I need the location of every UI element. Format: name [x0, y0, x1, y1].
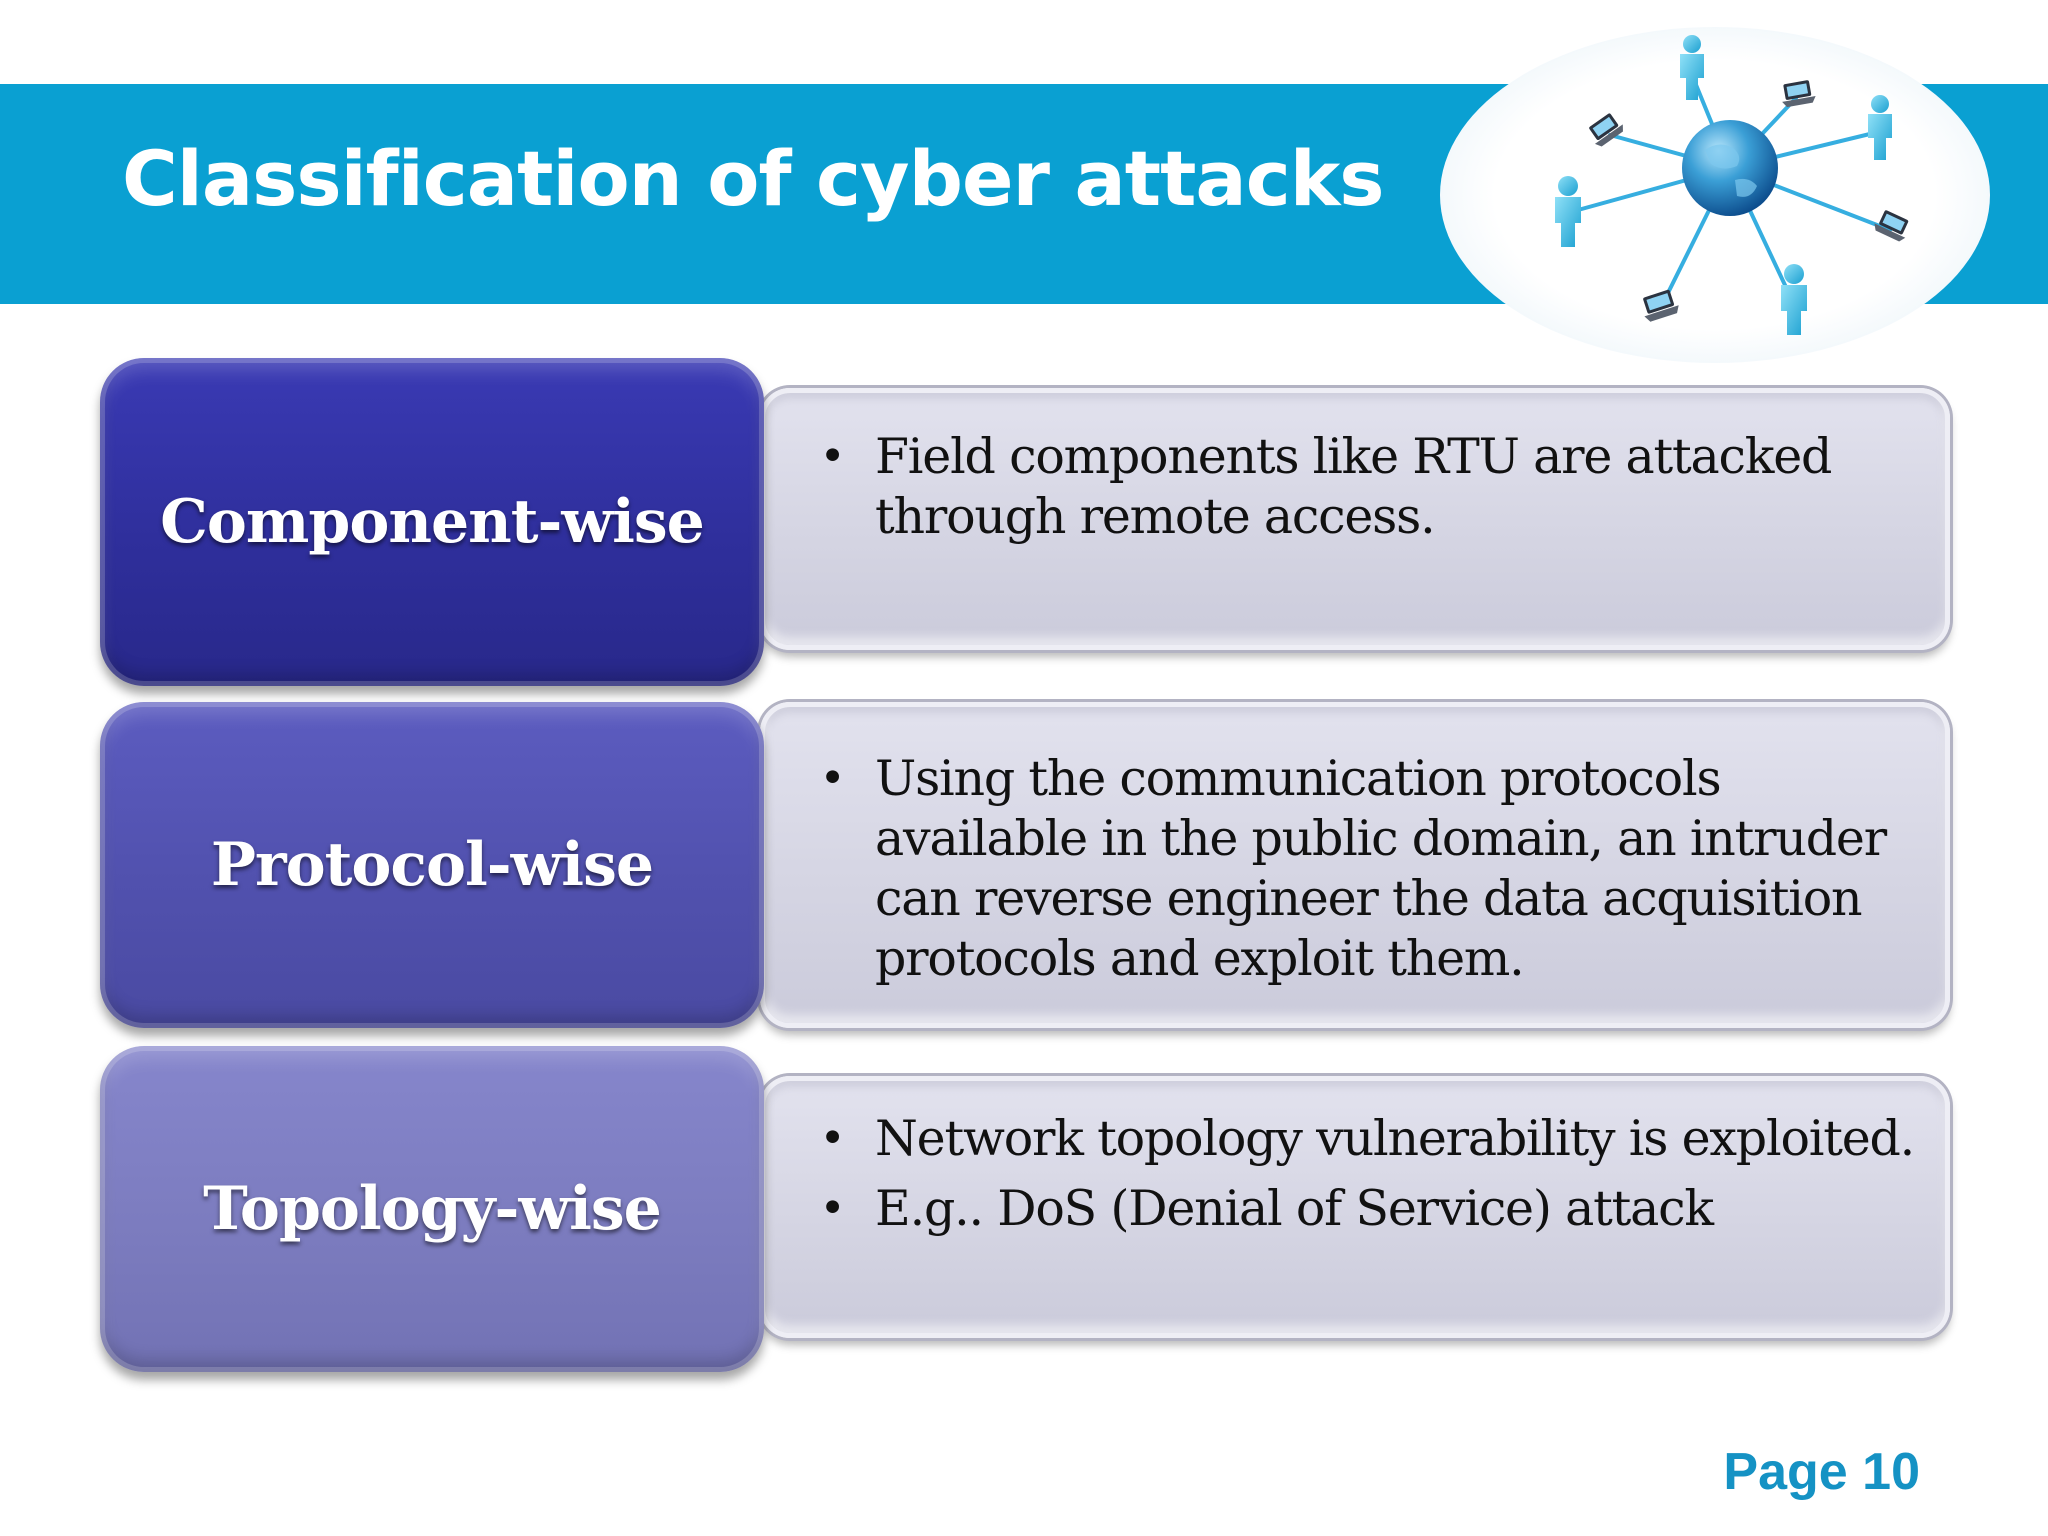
topology-wise-label: Topology-wise [203, 1174, 662, 1244]
protocol-wise-label-box: Protocol-wise [100, 702, 764, 1028]
bullet-item: • Network topology vulnerability is expl… [817, 1109, 1916, 1169]
topology-wise-description: • Network topology vulnerability is expl… [760, 1076, 1950, 1338]
row-protocol-wise: • Using the communication protocols avai… [100, 702, 1950, 1028]
component-wise-label-box: Component-wise [100, 358, 764, 686]
page-number: Page 10 [1723, 1443, 1920, 1501]
globe-network-icon [1440, 27, 1990, 363]
row-topology-wise: • Network topology vulnerability is expl… [100, 1046, 1950, 1372]
row-component-wise: • Field components like RTU are attacked… [100, 358, 1950, 686]
component-wise-description: • Field components like RTU are attacked… [760, 388, 1950, 650]
bullet-icon: • [819, 753, 846, 804]
component-wise-label: Component-wise [160, 487, 705, 557]
bullet-icon: • [819, 431, 846, 482]
laptop-icons [1589, 80, 1909, 322]
bullet-item: • Using the communication protocols avai… [817, 749, 1915, 989]
bullet-icon: • [819, 1183, 846, 1234]
protocol-wise-label: Protocol-wise [210, 830, 654, 900]
bullet-item: • E.g.. DoS (Denial of Service) attack [817, 1179, 1915, 1239]
bullet-icon: • [819, 1113, 846, 1164]
slide-title: Classification of cyber attacks [122, 134, 1385, 223]
person-icons [1555, 35, 1892, 335]
protocol-wise-description: • Using the communication protocols avai… [760, 702, 1950, 1028]
topology-wise-label-box: Topology-wise [100, 1046, 764, 1372]
bullet-item: • Field components like RTU are attacked… [817, 427, 1915, 547]
